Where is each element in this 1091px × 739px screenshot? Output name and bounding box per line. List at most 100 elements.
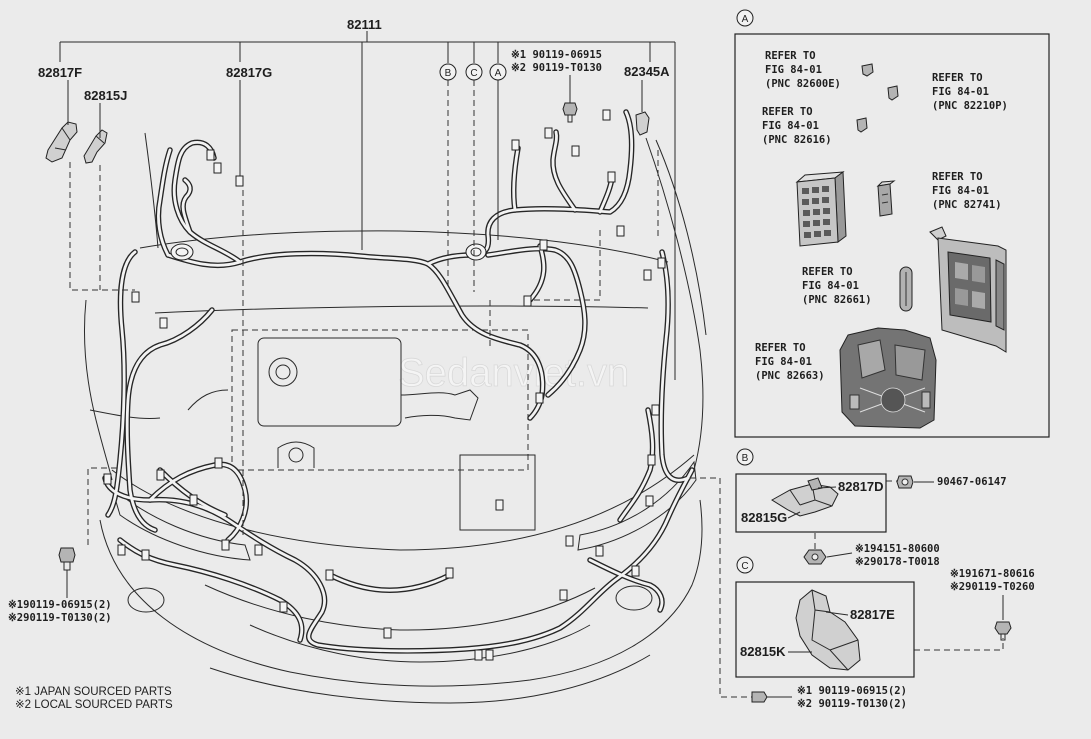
callout-82817E: 82817E [850, 607, 895, 622]
harness-connector [657, 257, 666, 269]
callout-82815K: 82815K [740, 644, 786, 659]
harness-connector [631, 565, 640, 577]
bolt-icon [58, 547, 76, 563]
view-marker-a-label: A [495, 68, 502, 79]
harness-connector [383, 627, 392, 639]
harness-connector [279, 601, 288, 613]
harness-connector [535, 392, 544, 404]
detail-a-ref1-line2: FIG 84-01 [765, 64, 822, 76]
harness-connector [544, 127, 553, 139]
harness-connector [565, 535, 574, 547]
left-fastener-line1: ※190119-06915(2) [8, 599, 112, 611]
legend-japan-sourced: ※1 JAPAN SOURCED PARTS [15, 686, 172, 698]
detail-a-ref4-line1: REFER TO [932, 171, 983, 183]
detail-c: C 82817E 82815K ※191671-80616 ※290119-T0… [735, 556, 1035, 710]
harness-connector [595, 545, 604, 557]
detail-a-ref3-line2: FIG 84-01 [762, 120, 819, 132]
leader-lines [59, 31, 1004, 698]
nut-line2: ※290178-T0018 [855, 556, 940, 568]
harness-connector [651, 404, 660, 416]
connector-cover-icon [899, 266, 913, 312]
vehicle-body-outline [83, 132, 707, 704]
bolt-icon [896, 475, 914, 489]
relay-icon [856, 117, 868, 133]
harness-connector [131, 291, 140, 303]
detail-a-ref1-line1: REFER TO [765, 50, 816, 62]
harness-grommets [170, 243, 487, 261]
callout-82345A: 82345A [624, 64, 670, 79]
callout-82815J: 82815J [84, 88, 127, 103]
harness-connector [571, 145, 580, 157]
detail-a-ref3-line1: REFER TO [762, 106, 813, 118]
detail-a-ref6-line1: REFER TO [755, 342, 806, 354]
nut-icon [803, 549, 827, 565]
view-marker-b: B [439, 63, 457, 81]
grommet [465, 243, 487, 261]
detail-a-ref3-line3: (PNC 82616) [762, 134, 832, 146]
harness-connector [221, 539, 230, 551]
harness-connector [159, 317, 168, 329]
harness-connector [559, 589, 568, 601]
harness-connector [189, 494, 198, 506]
bolt-icon [562, 102, 578, 116]
detail-a-frame [734, 33, 1050, 438]
clip-82345A [635, 111, 650, 136]
harness-connector [474, 649, 483, 661]
detail-a-ref1-line3: (PNC 82600E) [765, 78, 841, 90]
grommet [170, 243, 194, 261]
junction-block-icon [929, 226, 1007, 353]
fuse-block-icon [795, 171, 847, 247]
harness-connector [445, 567, 454, 579]
harness-connector [607, 171, 616, 183]
detail-c-frame [735, 581, 915, 678]
harness-connector [141, 549, 150, 561]
view-marker-b-label: B [445, 68, 452, 79]
harness-connector [647, 454, 656, 466]
callout-82817G: 82817G [226, 65, 272, 80]
view-marker-c-label: C [470, 68, 477, 79]
detail-a: A REFER TO FIG 84-01 (PNC 82600E) REFER … [734, 9, 1050, 438]
detail-a-ref5-line2: FIG 84-01 [802, 280, 859, 292]
harness-connectors [103, 109, 666, 661]
bolt-90467-06147: 90467-06147 [937, 476, 1007, 488]
watermark: Sedanviet.vn [398, 351, 629, 395]
detail-a-ref5-line1: REFER TO [802, 266, 853, 278]
harness-connector [602, 109, 611, 121]
detail-b-frame [735, 473, 887, 533]
detail-a-ref2-line3: (PNC 82210P) [932, 100, 1008, 112]
detail-a-ref6-line3: (PNC 82663) [755, 370, 825, 382]
harness-connector [254, 544, 263, 556]
legend-local-sourced: ※2 LOCAL SOURCED PARTS [15, 699, 173, 711]
harness-connector [643, 269, 652, 281]
detail-a-ref2-line1: REFER TO [932, 72, 983, 84]
bracket-82817D-82815G [771, 477, 839, 517]
left-fastener-line2: ※290119-T0130(2) [8, 612, 112, 624]
relay-icon [861, 63, 874, 77]
detail-a-marker: A [742, 14, 749, 25]
detail-a-ref2-line2: FIG 84-01 [932, 86, 989, 98]
harness-connector [485, 649, 494, 661]
top-fastener-line2: ※2 90119-T0130 [511, 62, 602, 74]
callout-82111: 82111 [347, 17, 382, 32]
detail-a-ref6-line2: FIG 84-01 [755, 356, 812, 368]
harness-connector [103, 473, 112, 485]
view-marker-c: C [465, 63, 483, 81]
bolt-c-line1: ※191671-80616 [950, 568, 1035, 580]
harness-connector [645, 495, 654, 507]
bracket-82817F [45, 121, 78, 163]
detail-a-ref4-line2: FIG 84-01 [932, 185, 989, 197]
detail-c-marker: C [741, 561, 748, 572]
callout-82817D: 82817D [838, 479, 884, 494]
bracket-82817E-82815K [795, 589, 861, 671]
harness-connector [495, 499, 504, 511]
nut-line1: ※194151-80600 [855, 543, 940, 555]
bolt-c-line2: ※290119-T0260 [950, 581, 1035, 593]
harness-connector [206, 149, 215, 161]
bracket-82815J [83, 129, 108, 164]
screw-line1: ※1 90119-06915(2) [797, 685, 907, 697]
screw-line2: ※2 90119-T0130(2) [797, 698, 907, 710]
harness-connector [214, 457, 223, 469]
harness-connector [156, 469, 165, 481]
bolt-icon [994, 621, 1012, 641]
